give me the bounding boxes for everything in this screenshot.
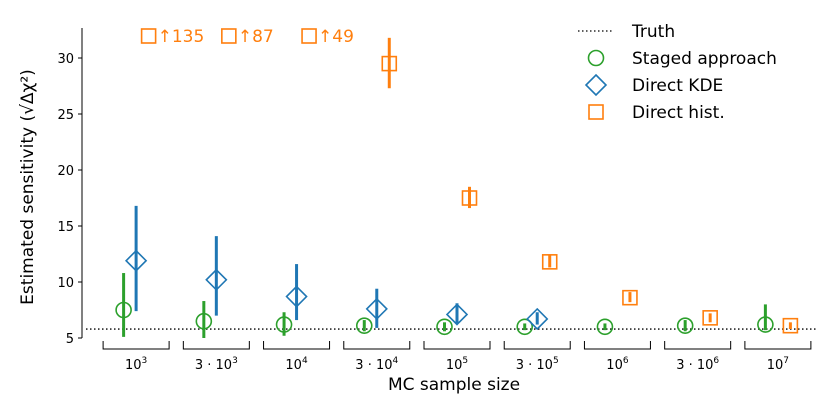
y-tick-label: 5 bbox=[66, 332, 74, 347]
x-tick-label: 3 · 106 bbox=[676, 356, 719, 373]
data-point bbox=[516, 318, 534, 336]
offscale-marker bbox=[221, 28, 237, 44]
x-tick-label: 105 bbox=[446, 356, 468, 373]
x-category-bracket bbox=[263, 341, 331, 350]
data-point bbox=[461, 190, 478, 206]
legend-label: Direct KDE bbox=[632, 76, 723, 96]
x-tick-label: 103 bbox=[125, 356, 147, 373]
series-staged bbox=[115, 273, 774, 338]
legend-item-kde: Direct KDE bbox=[584, 73, 723, 97]
data-series bbox=[115, 37, 799, 338]
data-point bbox=[115, 301, 132, 319]
legend-label: Truth bbox=[631, 22, 675, 42]
data-point bbox=[285, 285, 308, 308]
data-point bbox=[355, 317, 373, 334]
data-point bbox=[622, 289, 638, 306]
x-axis-title: MC sample size bbox=[388, 375, 520, 395]
data-point bbox=[702, 310, 718, 326]
data-point bbox=[205, 268, 228, 291]
x-category-bracket bbox=[583, 341, 651, 350]
data-point bbox=[275, 316, 293, 333]
x-tick-label: 106 bbox=[606, 356, 629, 373]
x-category-bracket bbox=[343, 341, 411, 350]
data-point bbox=[195, 312, 213, 330]
x-axis: 103 3 · 103 104 3 · 104 105 3 · 105 106 3 · 106… bbox=[102, 341, 812, 373]
legend-item-staged: Staged approach bbox=[587, 49, 777, 69]
offscale-label: ↑135 bbox=[158, 27, 205, 47]
offscale-label: ↑49 bbox=[318, 27, 354, 47]
x-tick-label: 104 bbox=[285, 356, 308, 373]
x-category-bracket bbox=[503, 341, 571, 350]
data-point bbox=[436, 318, 453, 336]
data-point bbox=[541, 254, 558, 270]
data-point bbox=[596, 318, 614, 336]
legend-circle-symbol bbox=[587, 49, 605, 67]
y-axis: 5 10 15 20 25 30 bbox=[57, 28, 83, 347]
data-point bbox=[365, 297, 388, 321]
legend-diamond-symbol bbox=[584, 73, 608, 97]
offscale-marker bbox=[140, 28, 157, 44]
data-point bbox=[124, 249, 148, 272]
y-axis-title: Estimated sensitivity (√Δχ²) bbox=[18, 69, 38, 305]
x-tick-label: 3 · 103 bbox=[195, 356, 238, 373]
series-kde bbox=[124, 205, 549, 331]
x-category-bracket bbox=[102, 341, 170, 350]
series-hist bbox=[381, 37, 799, 334]
offscale-label: ↑87 bbox=[238, 27, 274, 47]
y-tick-label: 25 bbox=[57, 108, 74, 123]
legend-label: Direct hist. bbox=[632, 103, 725, 123]
data-point bbox=[445, 303, 469, 326]
x-tick-label: 3 · 105 bbox=[516, 356, 559, 373]
x-category-bracket bbox=[182, 341, 250, 350]
x-tick-label: 3 · 104 bbox=[355, 356, 398, 373]
offscale-annotations: ↑135 ↑87 ↑49 bbox=[140, 27, 354, 47]
legend-label: Staged approach bbox=[632, 49, 777, 69]
x-category-bracket bbox=[423, 341, 491, 350]
y-tick-label: 15 bbox=[57, 220, 74, 235]
y-tick-label: 20 bbox=[57, 164, 74, 179]
x-category-bracket bbox=[744, 341, 812, 350]
data-point bbox=[676, 317, 694, 334]
legend-item-hist: Direct hist. bbox=[588, 103, 725, 123]
data-point bbox=[757, 316, 774, 333]
y-tick-label: 30 bbox=[57, 52, 74, 67]
x-category-bracket bbox=[664, 341, 732, 350]
legend-square-symbol bbox=[588, 104, 604, 120]
data-point bbox=[782, 317, 799, 334]
data-point bbox=[381, 55, 398, 72]
offscale-marker bbox=[301, 28, 317, 44]
x-tick-label: 107 bbox=[767, 356, 789, 373]
legend-item-truth: Truth bbox=[578, 22, 675, 42]
y-tick-label: 10 bbox=[57, 276, 74, 291]
data-point bbox=[526, 307, 549, 331]
